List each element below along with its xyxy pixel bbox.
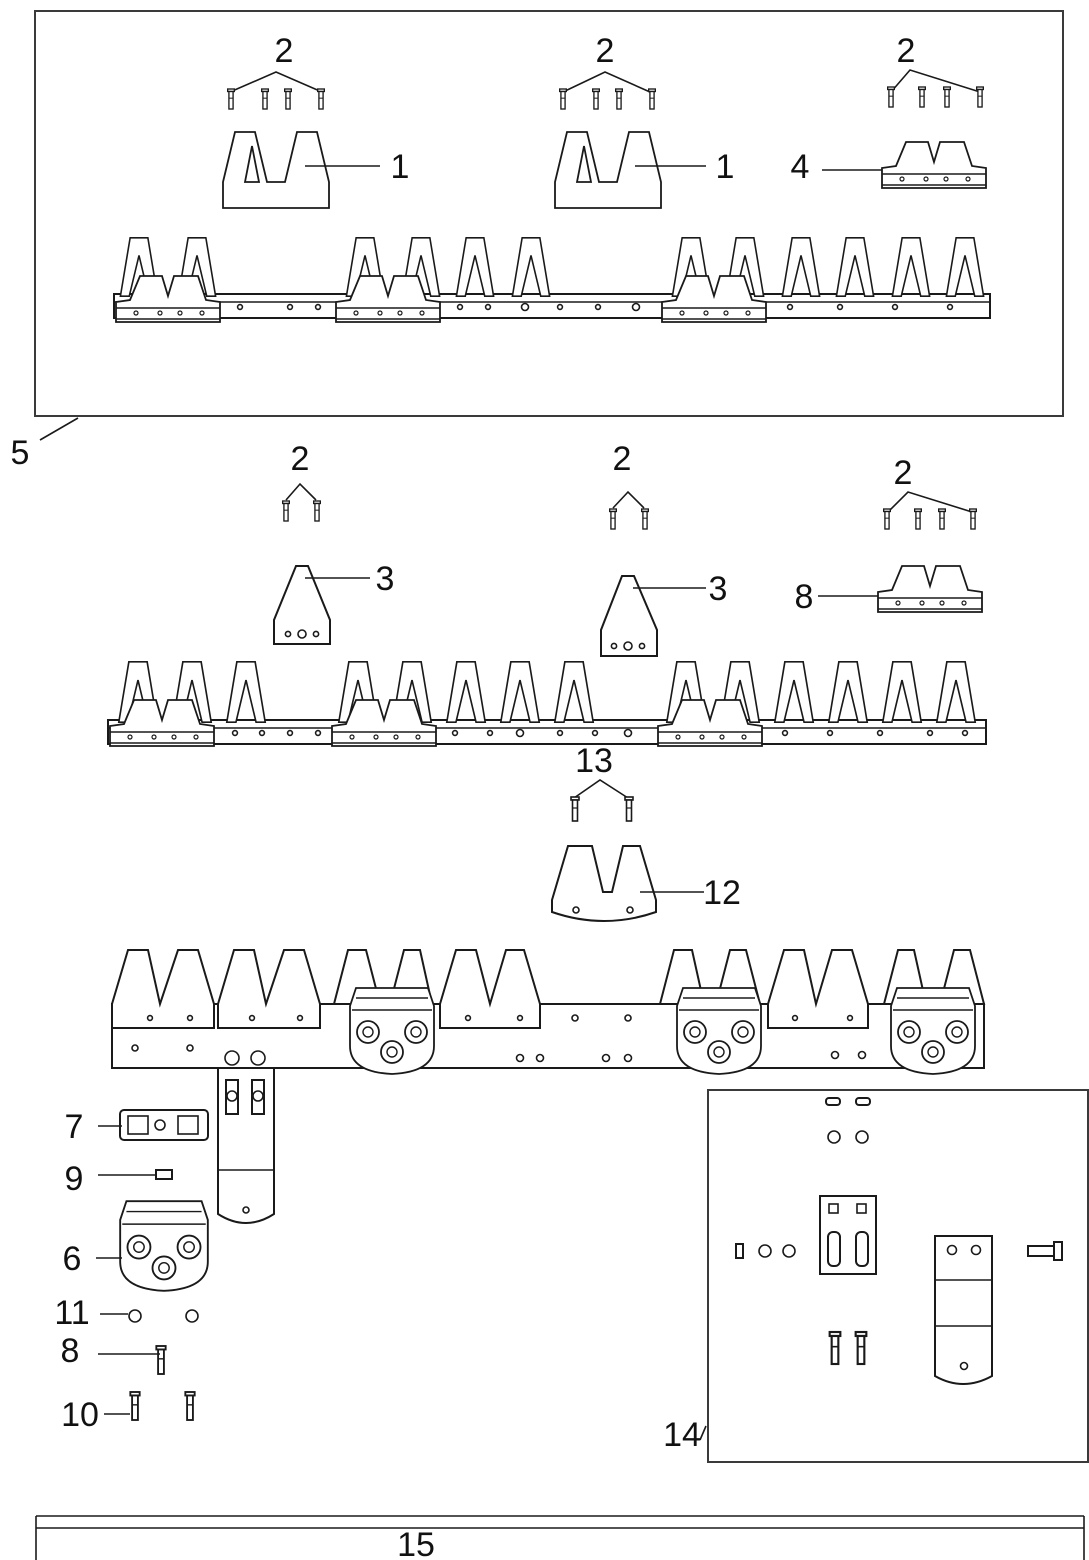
bolt-group-1: [226, 71, 326, 110]
callout-4: 4: [791, 148, 810, 186]
kit-frame-14: [707, 1089, 1089, 1463]
bolt-group-4: [281, 482, 322, 522]
callout-11: 11: [54, 1294, 89, 1332]
double-section-1b: [554, 131, 662, 209]
part-6-knife-head: [119, 1200, 209, 1292]
bolt-group-6: [882, 491, 978, 530]
part-9-pin: [155, 1169, 173, 1180]
callout-15: 15: [397, 1526, 435, 1560]
callout-3: 3: [376, 560, 395, 598]
callout-10: 10: [61, 1396, 99, 1434]
bolt-group-5: [608, 490, 650, 530]
double-section-1a: [222, 131, 330, 209]
callout-8: 8: [795, 578, 814, 616]
single-section-3b: [600, 575, 658, 657]
part-10-bolt-b: [183, 1390, 197, 1422]
bolt-group-13: [570, 779, 634, 822]
callout-2: 2: [897, 32, 916, 70]
callout-2: 2: [613, 440, 632, 478]
part-11-nut-a: [128, 1309, 142, 1323]
kit-14-contents: [735, 1097, 1063, 1385]
bolt-group-3: [886, 69, 985, 108]
callout-2: 2: [275, 32, 294, 70]
section-12: [551, 845, 657, 922]
callout-5: 5: [11, 434, 30, 472]
assembly-frame-upper: [34, 10, 1064, 417]
bolt-group-2: [558, 71, 657, 110]
part-15-bar: [35, 1515, 1085, 1560]
knife-assembly-lower: [111, 949, 986, 1075]
callout-2: 2: [596, 32, 615, 70]
callout-12: 12: [703, 874, 741, 912]
callout-1: 1: [716, 148, 735, 186]
knife-assembly-upper: [113, 236, 991, 323]
callout-2: 2: [894, 454, 913, 492]
callout-7: 7: [65, 1108, 84, 1146]
hold-down-clip-4: [881, 141, 987, 189]
callout-6: 6: [63, 1240, 82, 1278]
single-section-3a: [273, 565, 331, 645]
part-8-bolt: [155, 1344, 167, 1376]
knife-assembly-middle: [107, 660, 987, 747]
callout-8: 8: [61, 1332, 80, 1370]
callout-2: 2: [291, 440, 310, 478]
callout-9: 9: [65, 1160, 84, 1198]
hold-down-clip-8: [877, 565, 983, 613]
callout-13: 13: [575, 742, 613, 780]
knife-head-arm: [217, 1050, 275, 1224]
callout-1: 1: [391, 148, 410, 186]
callout-3: 3: [709, 570, 728, 608]
part-7-bar: [119, 1109, 209, 1141]
part-11-nut-b: [185, 1309, 199, 1323]
part-10-bolt-a: [128, 1390, 142, 1422]
callout-14: 14: [663, 1416, 701, 1454]
